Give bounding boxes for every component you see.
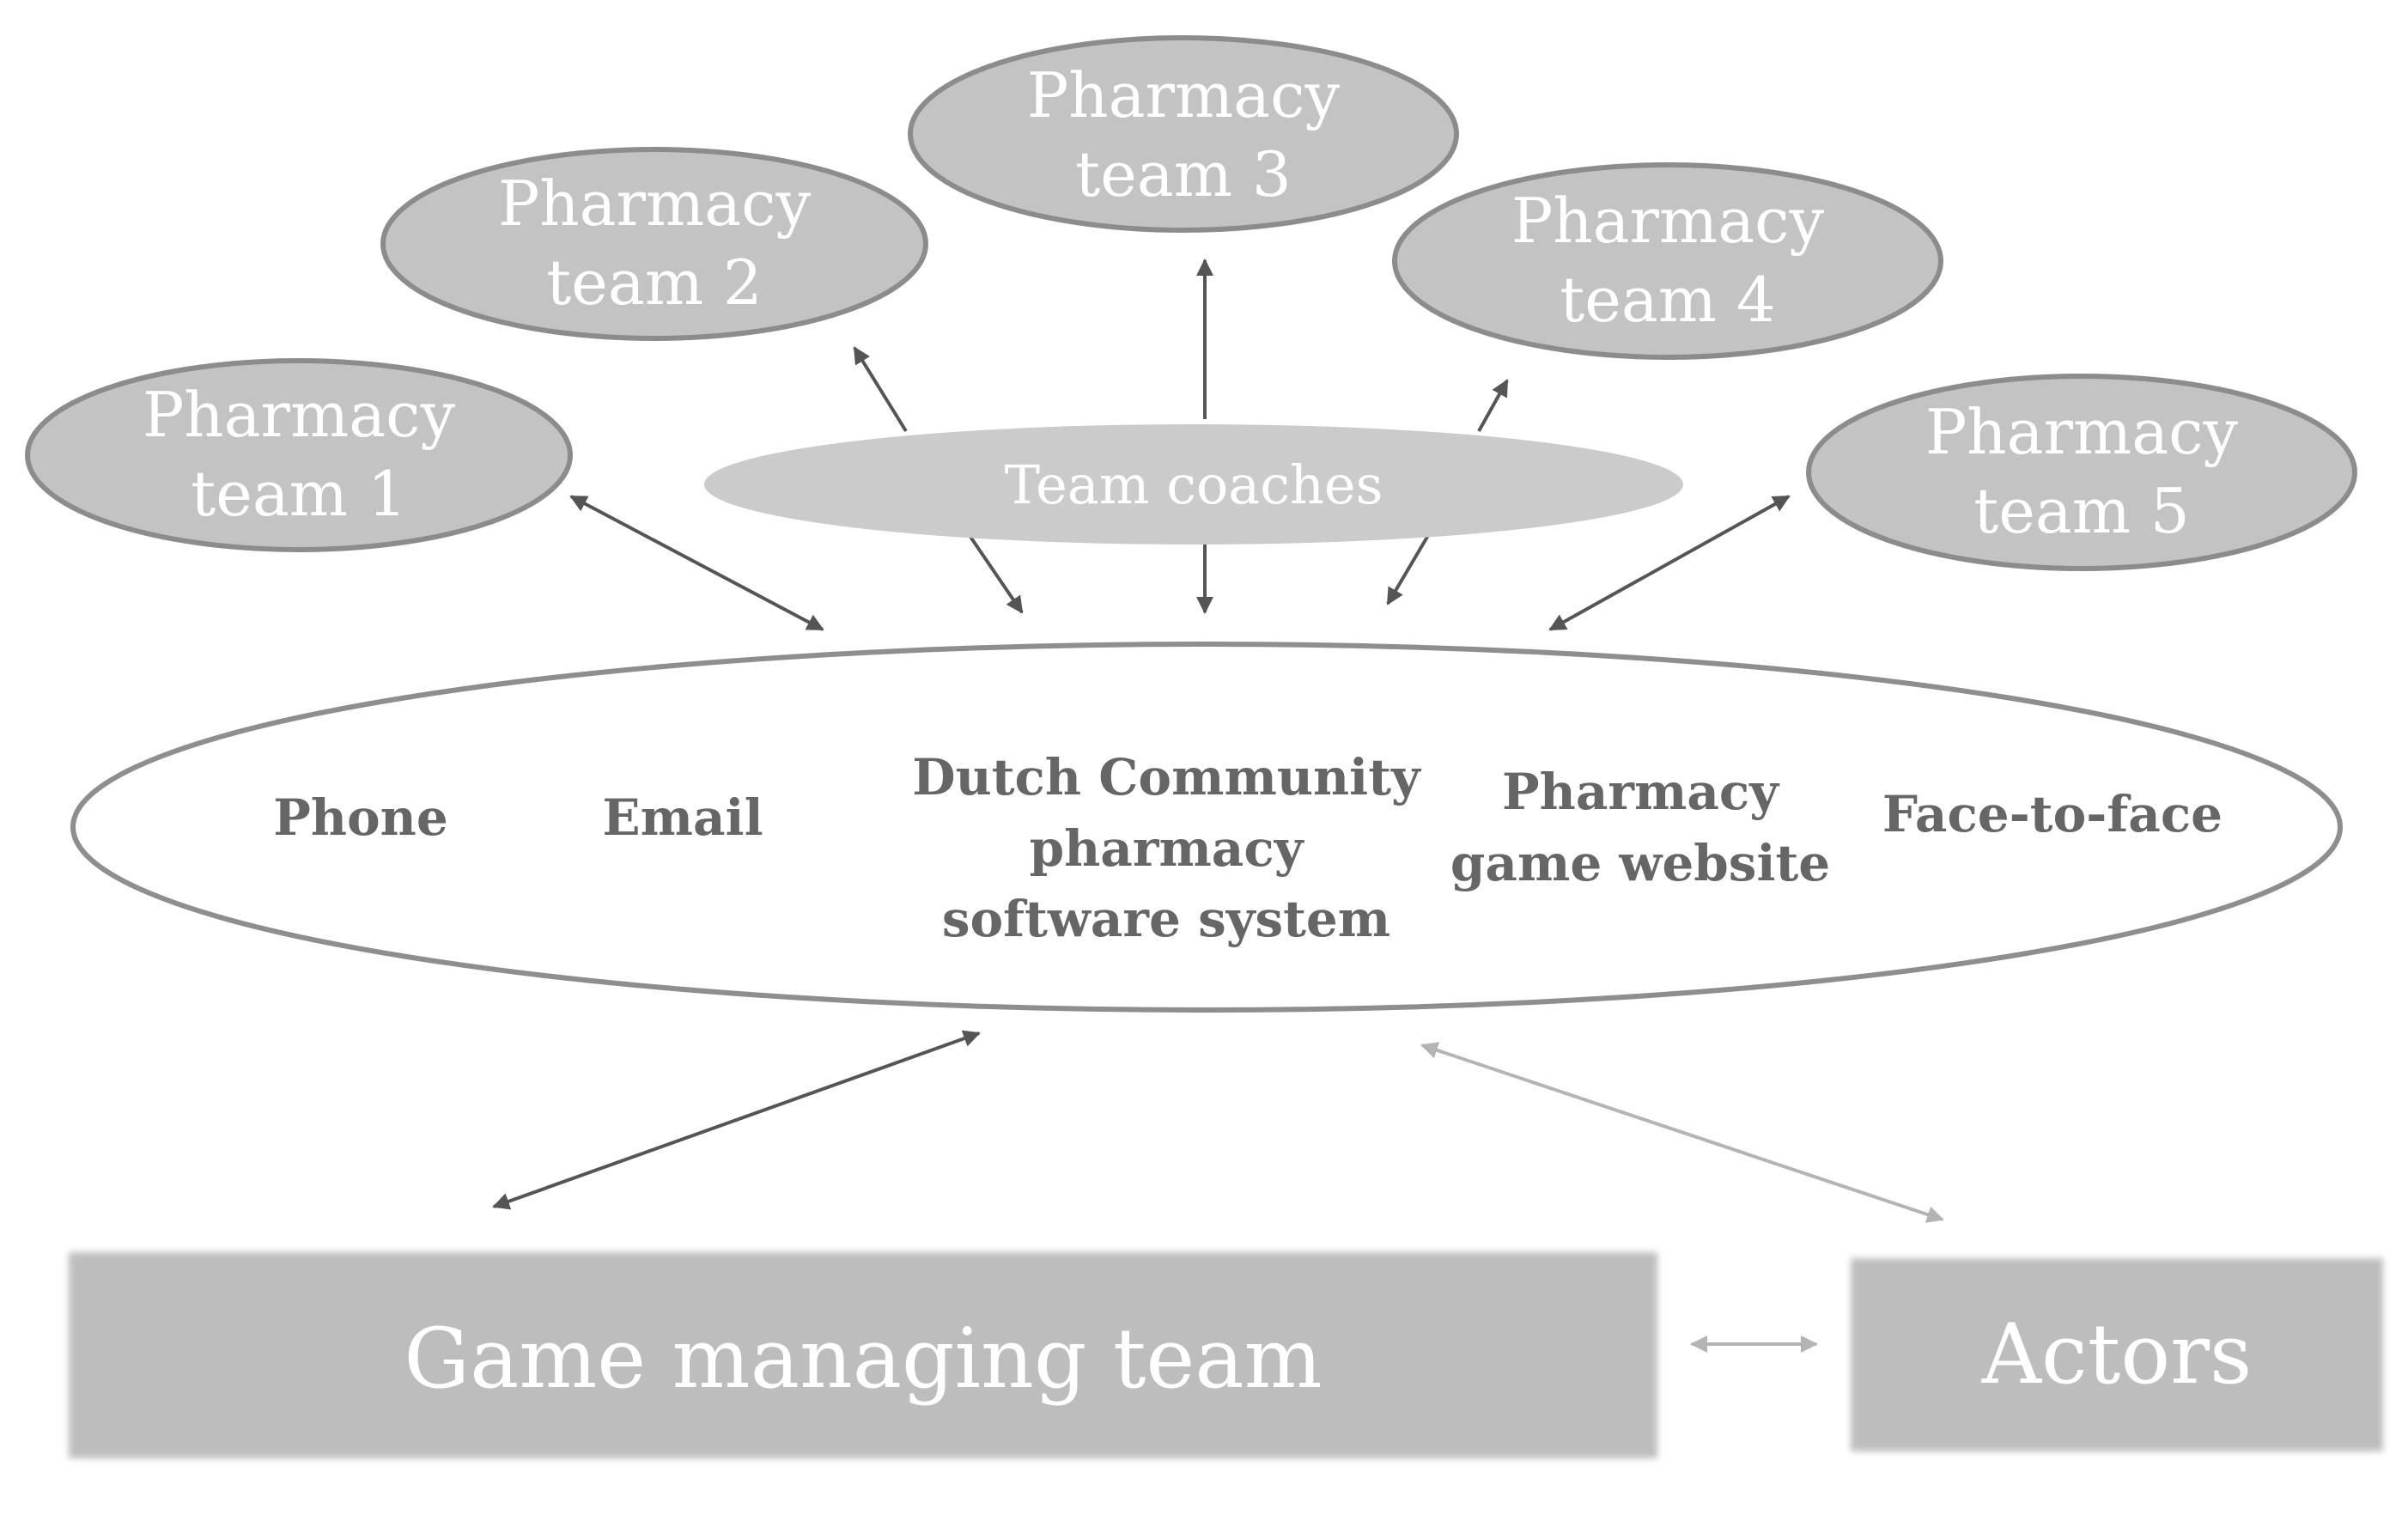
pharmacy-team-4-line2: team 4	[1560, 264, 1775, 336]
arrow-coaches-team4	[1477, 379, 1509, 432]
arrow-coaches-team2	[853, 346, 908, 433]
pharmacy-team-1-line1: Pharmacy	[143, 379, 456, 451]
pharmacy-team-4-line1: Pharmacy	[1511, 185, 1825, 257]
pharmacy-team-3-line2: team 3	[1075, 138, 1291, 210]
channel-phone: Phone	[273, 788, 448, 847]
arrow-coaches-hub-right	[1386, 531, 1432, 605]
arrow-hub-actors	[1420, 1042, 1944, 1223]
pharmacy-team-1-line2: team 1	[191, 458, 406, 530]
actors-label: Actors	[1981, 1306, 2253, 1402]
communication-hub: Phone Email Dutch Community pharmacy sof…	[70, 642, 2343, 1013]
game-managing-team-label: Game managing team	[404, 1311, 1322, 1407]
arrows	[492, 259, 1944, 1353]
channel-software-line1: Dutch Community	[912, 748, 1422, 806]
pharmacy-team-2-line1: Pharmacy	[498, 167, 812, 240]
channel-email: Email	[602, 788, 763, 847]
pharmacy-team-1: Pharmacy team 1	[25, 358, 573, 552]
team-coaches-label: Team coaches	[1005, 453, 1383, 516]
pharmacy-team-4: Pharmacy team 4	[1392, 162, 1943, 360]
pharmacy-team-5-line2: team 5	[1973, 475, 2189, 547]
channel-website-line1: Pharmacy	[1502, 763, 1780, 821]
channel-software-line3: software system	[942, 890, 1390, 948]
channel-face-to-face: Face-to-face	[1882, 785, 2223, 843]
arrow-team5-hub	[1548, 495, 1791, 631]
channel-software-line2: pharmacy	[1030, 819, 1305, 878]
pharmacy-team-3: Pharmacy team 3	[908, 35, 1459, 233]
arrow-team1-hub	[569, 495, 824, 631]
pharmacy-team-2-line2: team 2	[546, 246, 762, 319]
game-managing-team-box: Game managing team	[69, 1252, 1657, 1458]
pharmacy-team-5-line1: Pharmacy	[1925, 396, 2239, 468]
team-coaches: Team coaches	[704, 424, 1683, 545]
pharmacy-team-5: Pharmacy team 5	[1806, 374, 2357, 571]
pharmacy-team-2: Pharmacy team 2	[380, 147, 928, 341]
channel-website-line2: game website	[1450, 834, 1830, 892]
pharmacy-team-3-line1: Pharmacy	[1027, 59, 1341, 131]
actors-box: Actors	[1851, 1258, 2383, 1451]
arrow-coaches-hub-left	[969, 535, 1024, 614]
arrow-hub-game-team	[492, 1030, 981, 1210]
